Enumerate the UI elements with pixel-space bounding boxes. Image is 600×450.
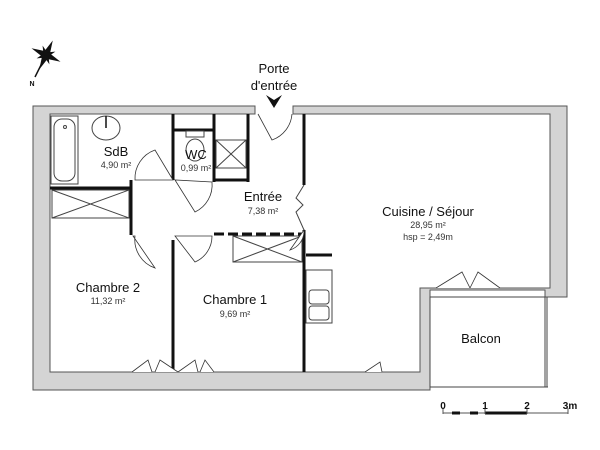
room-sejour-height: hsp = 2,49m bbox=[403, 232, 453, 242]
bathtub-icon bbox=[50, 115, 79, 185]
scale-bar: 0 1 2 3m bbox=[440, 401, 578, 415]
doors bbox=[131, 113, 501, 373]
room-chambre1-area: 9,69 m² bbox=[220, 309, 251, 319]
scale-tick-2: 2 bbox=[524, 401, 530, 412]
room-wc-area: 0,99 m² bbox=[181, 163, 212, 173]
compass-rose-icon: N bbox=[29, 40, 61, 88]
closet-chambre1 bbox=[232, 235, 303, 263]
room-sejour-area: 28,95 m² bbox=[410, 220, 446, 230]
room-wc-name: WC bbox=[185, 147, 207, 162]
scale-tick-0: 0 bbox=[440, 401, 446, 412]
scale-tick-1: 1 bbox=[482, 401, 488, 412]
room-entree-area: 7,38 m² bbox=[248, 206, 279, 216]
scale-tick-3: 3m bbox=[563, 401, 578, 412]
exterior-walls bbox=[32, 105, 568, 391]
svg-text:Porte: Porte bbox=[258, 61, 289, 76]
sink-icon bbox=[91, 115, 121, 141]
svg-text:d'entrée: d'entrée bbox=[251, 78, 298, 93]
entrance-arrow-icon bbox=[266, 95, 282, 108]
room-sejour-name: Cuisine / Séjour bbox=[382, 204, 474, 219]
toilet-icon bbox=[185, 130, 205, 162]
room-sdb-area: 4,90 m² bbox=[101, 160, 132, 170]
room-sdb-name: SdB bbox=[104, 144, 129, 159]
closet-chambre2 bbox=[51, 189, 130, 219]
room-entree-name: Entrée bbox=[244, 189, 282, 204]
closet-wc bbox=[215, 139, 247, 169]
entrance-label: Porte d'entrée bbox=[251, 61, 298, 108]
room-chambre1-name: Chambre 1 bbox=[203, 292, 267, 307]
balcony-outline bbox=[429, 296, 548, 388]
room-chambre2-area: 11,32 m² bbox=[91, 296, 126, 306]
room-chambre2-name: Chambre 2 bbox=[76, 280, 140, 295]
room-balcon-name: Balcon bbox=[461, 331, 501, 346]
interior-walls bbox=[50, 114, 306, 372]
compass-north-label: N bbox=[29, 81, 34, 88]
kitchen-sink-icon bbox=[305, 253, 333, 324]
